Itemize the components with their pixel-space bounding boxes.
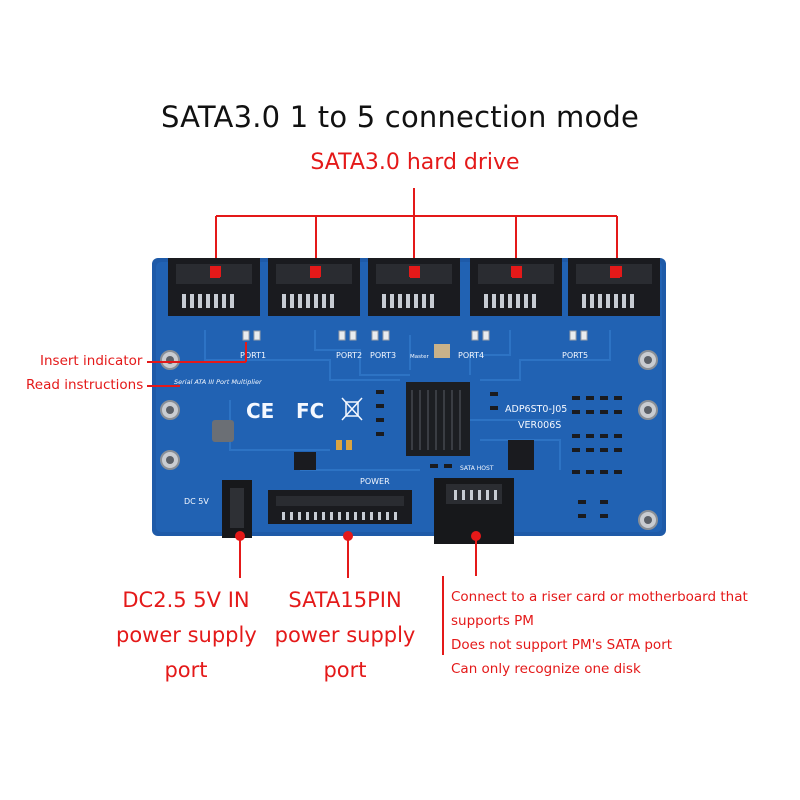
sata-host-connector <box>434 478 514 544</box>
model-label: ADP6ST0-J05 <box>505 404 567 415</box>
top-callout-lines <box>215 188 618 268</box>
sata15-line-2: power supply <box>274 623 416 647</box>
dc5v-label: DC 5V <box>184 497 209 506</box>
mounting-holes <box>160 350 658 530</box>
host-notes: Connect to a riser card or motherboard t… <box>451 585 781 681</box>
read-instructions-label: Read instructions <box>26 377 144 393</box>
polyfuse-capacitors <box>336 440 352 450</box>
port4-label: PORT4 <box>458 351 484 360</box>
fc-mark: FC <box>296 399 324 423</box>
version-label: VER006S <box>518 420 561 431</box>
crystal <box>434 344 450 358</box>
pcb-board: PORT1 PORT2 PORT3 PORT4 PORT5 Master Ser… <box>152 258 666 544</box>
inductor <box>212 420 234 442</box>
smd-components <box>376 390 622 518</box>
power-label: POWER <box>360 477 390 486</box>
sata-port-connectors <box>168 258 660 316</box>
port-multiplier-label: Serial ATA III Port Multiplier <box>174 378 263 386</box>
dc-input-label: DC2.5 5V IN power supply port <box>116 583 257 688</box>
regulator-chip <box>294 452 316 470</box>
port1-label: PORT1 <box>240 351 266 360</box>
port2-label: PORT2 <box>336 351 362 360</box>
sata15-line-1: SATA15PIN <box>288 588 402 612</box>
weee-bin-icon <box>341 397 363 421</box>
dc-input-line-3: port <box>164 658 208 682</box>
callout-dots <box>235 531 481 541</box>
host-note-3: Does not support PM's SATA port <box>451 637 673 653</box>
page-title: SATA3.0 1 to 5 connection mode <box>160 100 640 134</box>
sata15-line-3: port <box>323 658 367 682</box>
master-label: Master <box>410 354 430 360</box>
dc-jack <box>222 480 252 538</box>
hard-drive-heading: SATA3.0 hard drive <box>310 150 520 175</box>
heatsink <box>406 382 470 456</box>
port5-label: PORT5 <box>562 351 588 360</box>
ce-mark: CE <box>246 399 274 423</box>
dc-input-line-2: power supply <box>116 623 257 647</box>
host-note-1: Connect to a riser card or motherboard t… <box>451 589 748 605</box>
insert-indicator-label: Insert indicator <box>40 353 143 369</box>
port3-label: PORT3 <box>370 351 396 360</box>
sata15-label: SATA15PIN power supply port <box>272 583 418 688</box>
small-chip <box>508 440 534 470</box>
host-note-2: supports PM <box>451 613 534 629</box>
sata15-power-connector <box>268 490 412 524</box>
top-callout-dots <box>211 266 622 277</box>
bottom-callout-lines <box>147 342 477 655</box>
led-indicators <box>242 330 588 341</box>
dc-input-line-1: DC2.5 5V IN <box>122 588 250 612</box>
host-note-4: Can only recognize one disk <box>451 661 641 677</box>
sata-host-label: SATA HOST <box>460 465 494 472</box>
